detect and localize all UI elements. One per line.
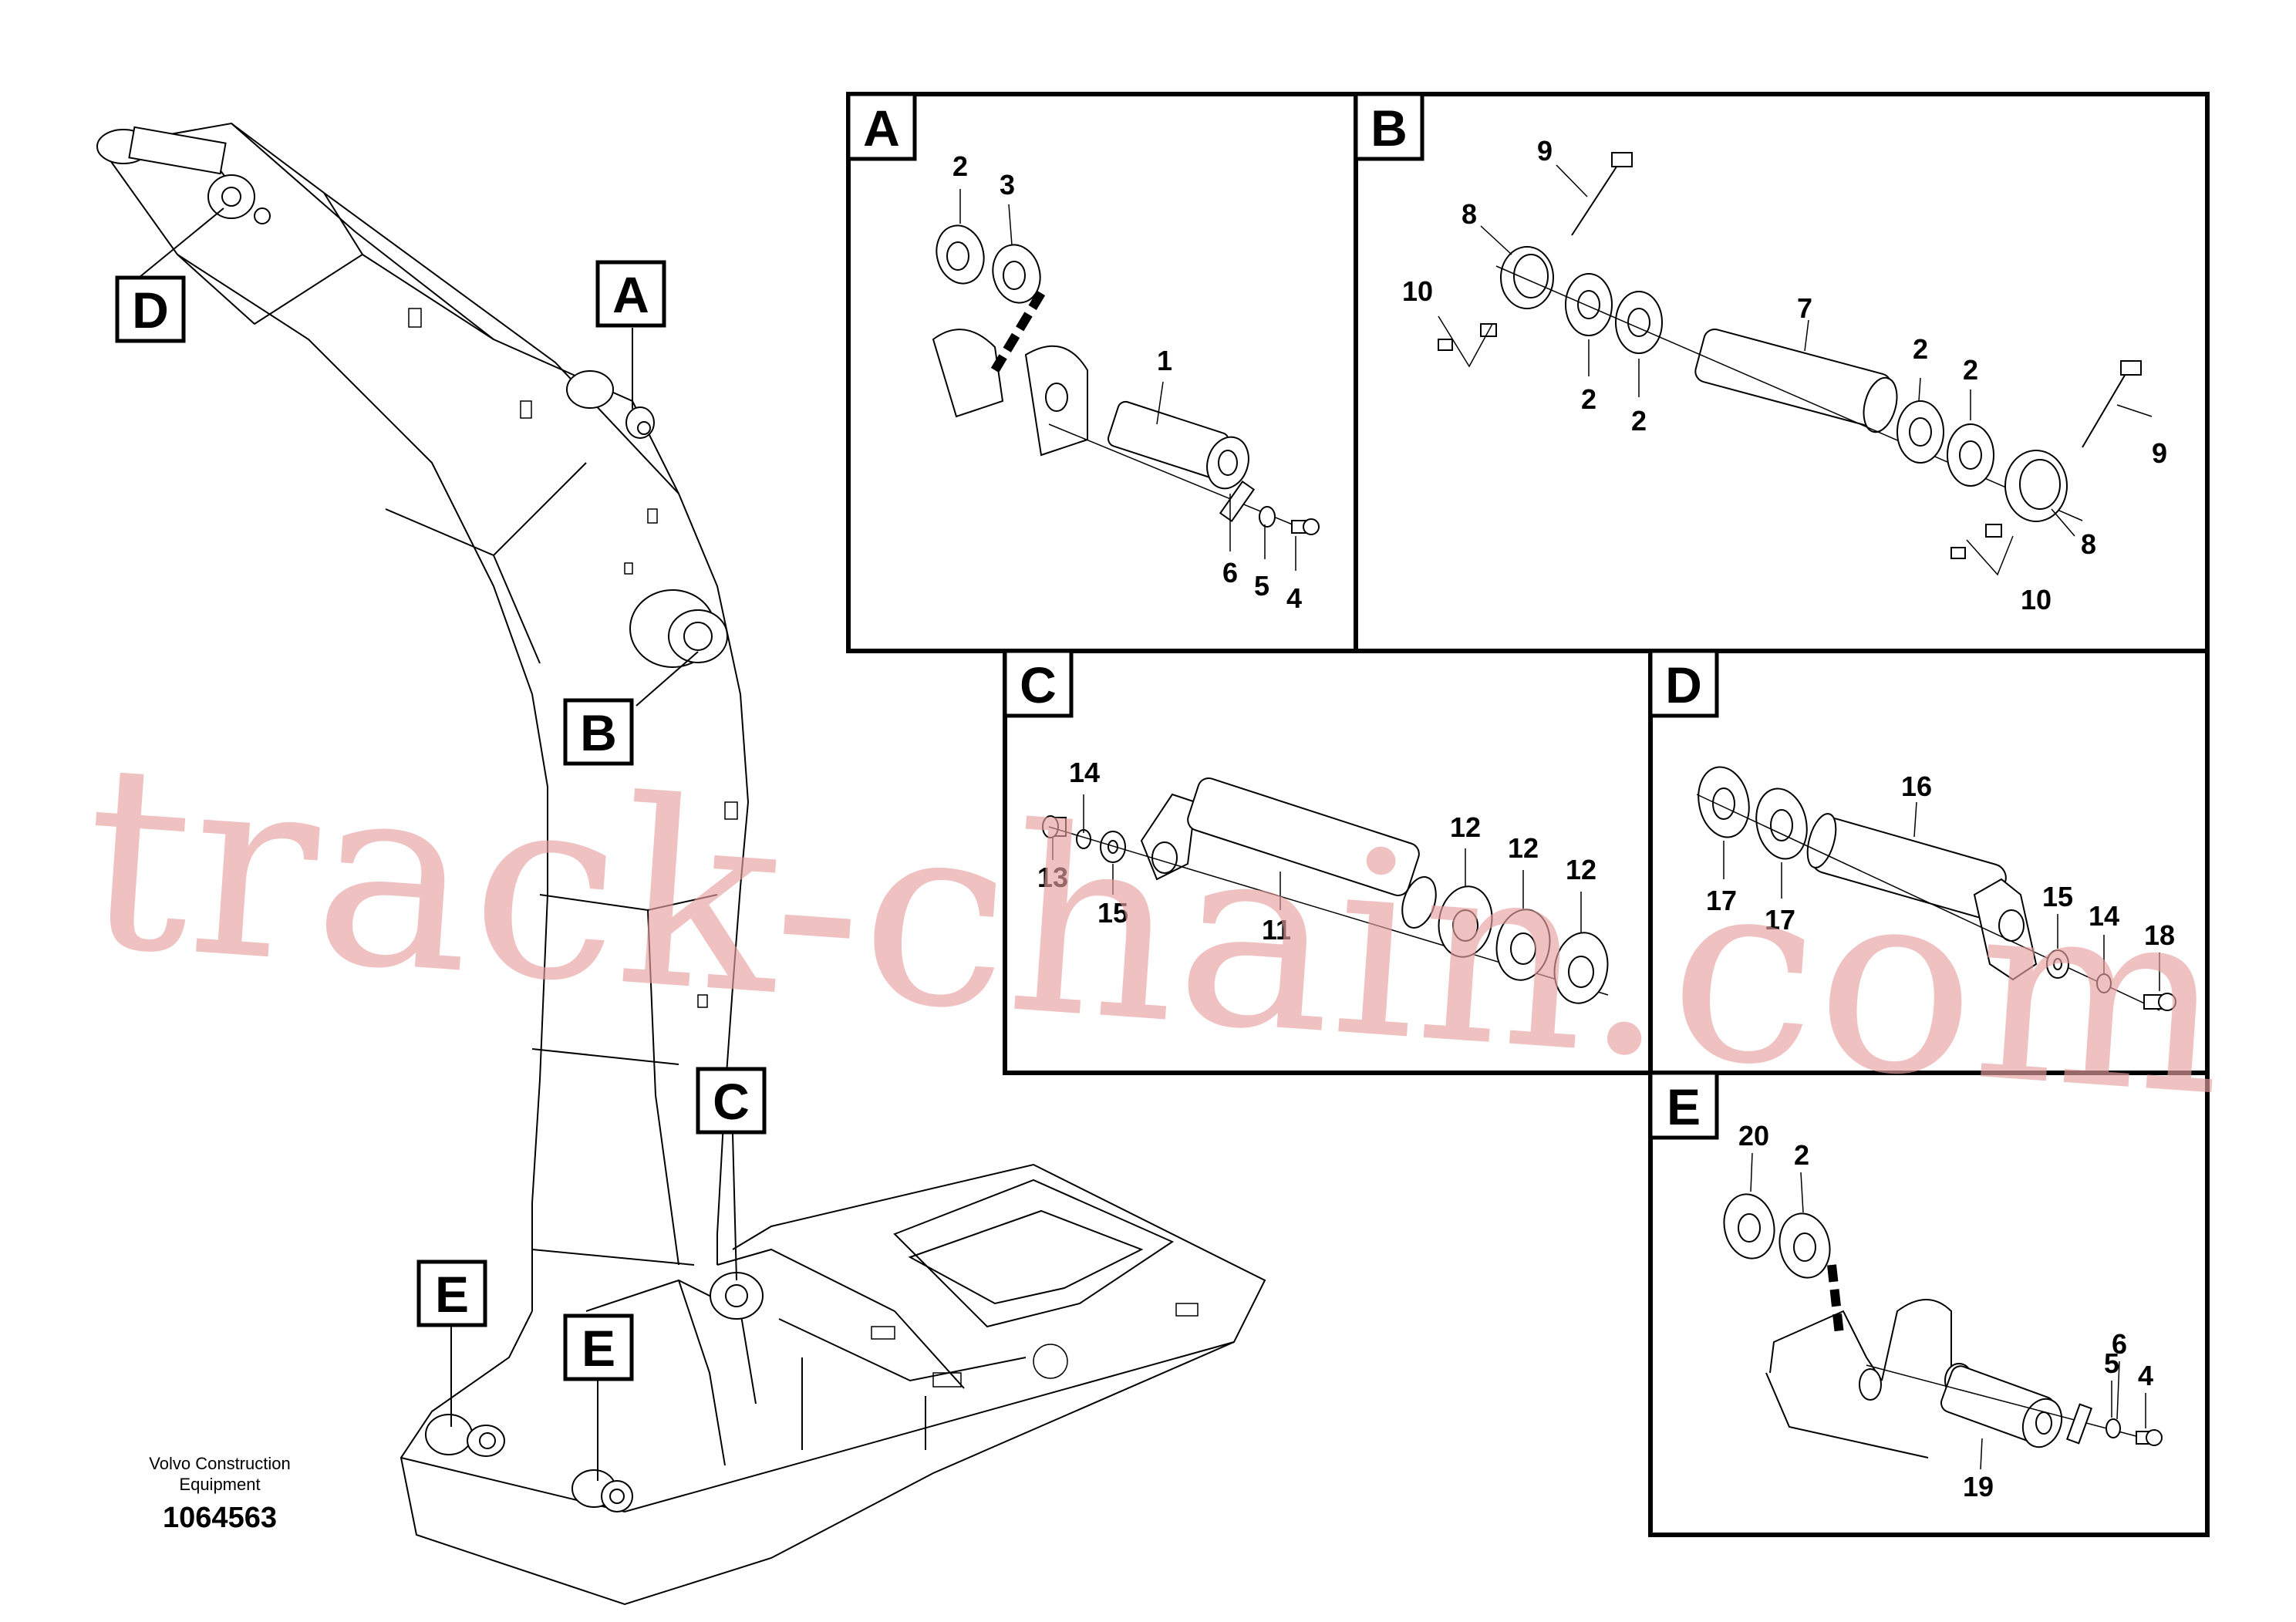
callout-a: A xyxy=(595,260,666,328)
part-number-label: E xyxy=(1667,1078,1701,1135)
part-number-label: 16 xyxy=(1901,771,1932,802)
part-number-label: 8 xyxy=(2081,528,2096,560)
panel-a: A 2 3 1 6 5 4 xyxy=(846,92,1358,653)
part-number-label: 2 xyxy=(1794,1139,1809,1171)
part-number-label: 2 xyxy=(1631,405,1647,437)
callout-letter: C xyxy=(713,1073,750,1130)
part-number-label: 11 xyxy=(1262,914,1291,946)
boom-illustration xyxy=(96,122,1266,1606)
part-number-label: 14 xyxy=(1069,757,1100,788)
part-number-label: D xyxy=(1665,656,1702,713)
part-number-label: A xyxy=(863,99,900,157)
part-number-label: 19 xyxy=(1963,1471,1994,1502)
brand-text: Volvo Construction xyxy=(149,1454,290,1473)
part-number-label: 10 xyxy=(2021,584,2052,615)
part-number-label: 13 xyxy=(1037,862,1068,893)
part-number-label: 5 xyxy=(1254,570,1269,602)
part-number-label: 10 xyxy=(1402,275,1433,307)
callout-e-left: E xyxy=(416,1259,487,1327)
part-number-label: 8 xyxy=(1462,198,1477,230)
part-number-label: 15 xyxy=(1097,897,1128,929)
part-number-label: 2 xyxy=(1581,383,1596,415)
panel-b: B xyxy=(1354,92,2210,653)
part-number-label: 14 xyxy=(2089,900,2119,932)
brand-text: Equipment xyxy=(179,1475,260,1494)
part-number-label: C xyxy=(1020,656,1057,713)
panel-c: C 14 13 15 11 12 12 12 xyxy=(1003,649,1653,1075)
part-number-label: 18 xyxy=(2144,919,2175,951)
part-number-label: 20 xyxy=(1738,1120,1769,1152)
brand-block: Volvo Construction Equipment 1064563 xyxy=(149,1454,290,1534)
callout-e-right: E xyxy=(563,1313,634,1381)
callout-letter: B xyxy=(580,704,617,761)
part-number-label: 17 xyxy=(1706,885,1737,916)
callout-letter: E xyxy=(582,1320,615,1377)
part-number-label: 2 xyxy=(1913,333,1928,365)
callout-letter: A xyxy=(612,266,649,323)
part-number-label: 6 xyxy=(1222,557,1238,588)
part-number-label: 12 xyxy=(1450,811,1481,843)
part-number-label: 2 xyxy=(1963,354,1978,386)
part-number-label: 3 xyxy=(1000,169,1015,201)
callout-d: D xyxy=(115,275,186,343)
part-number-label: 15 xyxy=(2042,881,2073,912)
callout-c: C xyxy=(696,1067,767,1135)
part-number-label: B xyxy=(1371,99,1408,157)
panel-d: D 17 17 16 15 14 18 xyxy=(1648,649,2210,1075)
callout-b: B xyxy=(563,698,634,766)
part-number-label: 9 xyxy=(2152,437,2167,469)
part-number-label: 2 xyxy=(952,150,968,182)
brand-text: 1064563 xyxy=(163,1502,277,1534)
part-number-label: 6 xyxy=(2112,1328,2127,1360)
callout-letter: D xyxy=(132,282,169,339)
callout-leaders xyxy=(138,207,737,1481)
part-number-label: 9 xyxy=(1537,135,1553,167)
panel-e: E 20 2 6 5 4 19 xyxy=(1648,1071,2210,1537)
callout-letter: E xyxy=(435,1266,469,1323)
part-number-label: 17 xyxy=(1765,904,1795,936)
part-number-label: 4 xyxy=(2138,1360,2153,1391)
part-number-label: 5 xyxy=(2104,1347,2119,1379)
part-number-label: 1 xyxy=(1157,345,1172,376)
part-number-label: 7 xyxy=(1797,292,1812,324)
part-number-label: 4 xyxy=(1286,582,1302,614)
part-number-label: 12 xyxy=(1508,832,1539,864)
part-number-label: 12 xyxy=(1566,854,1596,885)
